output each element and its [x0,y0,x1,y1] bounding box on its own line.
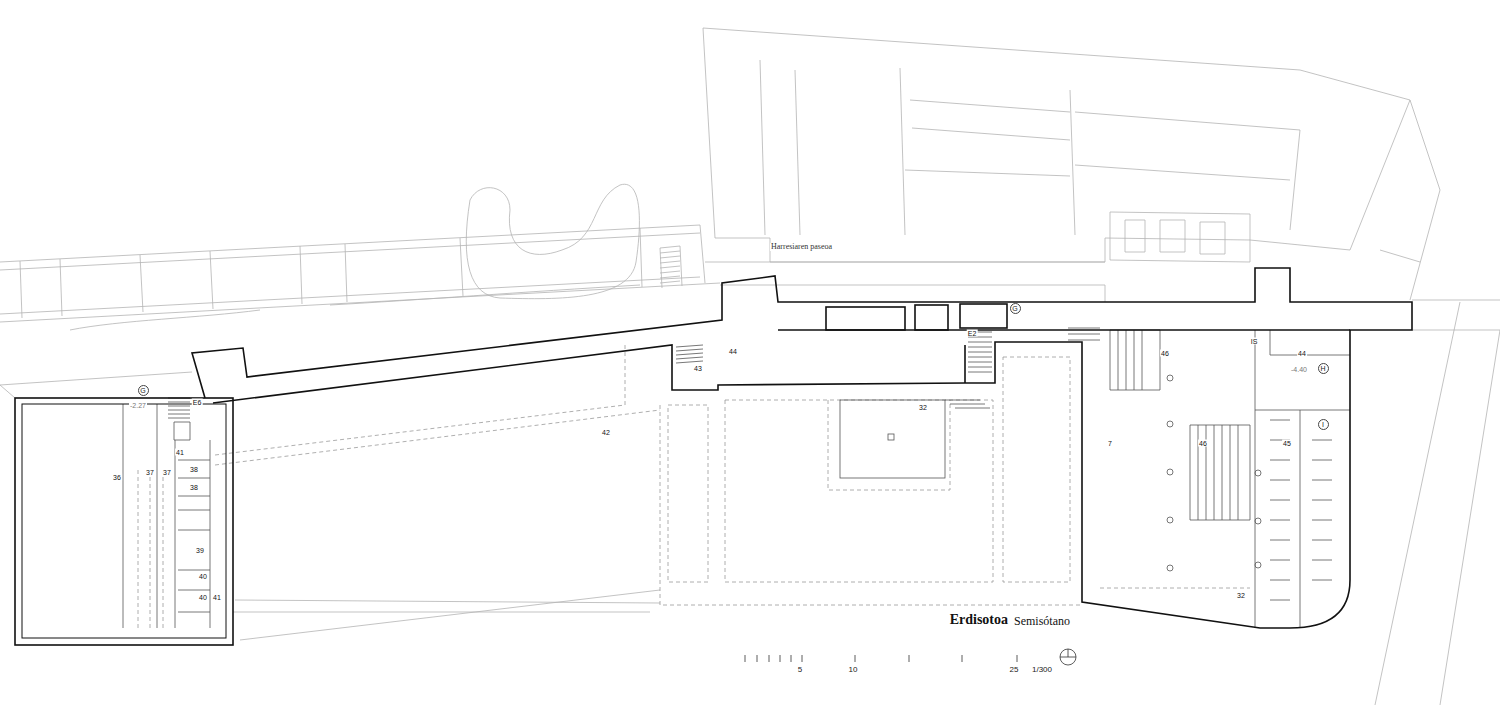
callout-number: 38 [189,466,199,473]
core-label: E6 [192,399,203,406]
grid-marker: G [1010,303,1021,314]
level-mark: -4.40 [1290,366,1308,373]
scale-number: 5 [797,666,803,674]
callout-number: 46 [1160,350,1170,357]
callout-number: 42 [601,429,611,436]
callout-number: 41 [212,594,222,601]
grid-marker: H [1318,363,1329,374]
scale-number: 25 [1009,666,1020,674]
callout-number: 41 [175,449,185,456]
plan-title: Erdisotoa [949,613,1009,627]
street-name: Harresiaren paseoa [770,243,833,251]
callout-number: 37 [145,469,155,476]
core-label: E2 [967,330,978,337]
callout-number: 46 [1198,440,1208,447]
callout-number: 45 [1282,440,1292,447]
callout-number: 36 [112,474,122,481]
grid-marker: I [1318,419,1329,430]
callout-number: 7 [1107,440,1113,447]
scale-number: 10 [848,666,859,674]
marker-letter: G [140,387,145,394]
scale-ratio: 1/300 [1031,666,1053,674]
plan-subtitle: Semisótano [1013,615,1071,627]
callout-number: 44 [1297,350,1307,357]
callout-number: 40 [198,594,208,601]
callout-number: 38 [189,484,199,491]
callout-number: 44 [728,348,738,355]
callout-number: 37 [162,469,172,476]
callout-number: 32 [1236,592,1246,599]
level-mark: -2.27 [129,402,147,409]
callout-number: 40 [198,573,208,580]
marker-letter: G [1012,305,1017,312]
marker-letter: I [1322,421,1324,428]
callout-number: 39 [195,547,205,554]
callout-number: IS [1250,338,1259,345]
callout-number: 43 [693,365,703,372]
marker-letter: H [1320,365,1325,372]
callout-number: 32 [918,404,928,411]
grid-marker: G [138,385,149,396]
